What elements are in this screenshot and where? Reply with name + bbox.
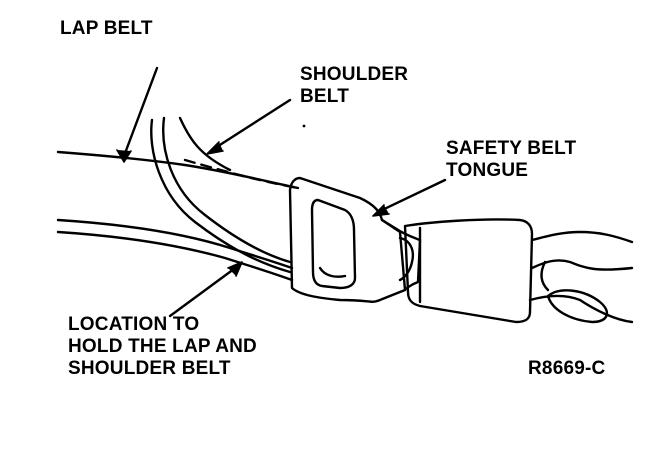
tongue-label-line-1: SAFETY BELT [446,138,577,159]
leader-lap-belt [122,66,159,158]
shoulder-belt-strap [178,116,232,172]
leader-shoulder-belt-arrow [206,141,224,155]
lap-belt-label-text: LAP BELT [60,18,153,39]
leader-tongue [376,178,447,214]
leader-lap-belt-arrow [116,149,132,163]
location-label-line-3: SHOULDER BELT [68,358,231,379]
shoulder-belt-label: SHOULDER BELT [300,64,408,108]
belt-fabric-gather-3 [528,294,634,324]
belt-fabric-gather-2 [530,259,634,271]
shoulder-belt-curve-outer [150,118,292,274]
lap-belt-upper-edge [56,150,300,190]
shoulder-belt-label-line-2: BELT [300,86,349,107]
belt-fabric-loop [546,289,609,324]
lap-belt-label: LAP BELT [60,18,153,40]
lap-belt-lower-edge [56,218,294,270]
tongue-slot-inner [318,266,347,278]
leader-tongue-arrow [372,204,390,217]
location-label-line-1: LOCATION TO [68,314,200,335]
belt-fabric-gather [530,230,634,244]
leader-shoulder-belt [210,98,292,152]
belt-fabric-fold [540,260,550,292]
tongue-plate-outer [288,176,407,303]
buckle-latch-body [403,218,534,324]
tongue-label-line-2: TONGUE [446,160,529,181]
tongue-notch [398,236,414,282]
speck [302,124,306,128]
location-label-line-2: HOLD THE LAP AND [68,336,257,357]
safety-belt-tongue-label: SAFETY BELT TONGUE [446,138,576,182]
shoulder-belt-label-line-1: SHOULDER [300,64,409,85]
location-label: LOCATION TO HOLD THE LAP AND SHOULDER BE… [68,314,257,380]
figure-code-label: R8669-C [528,358,605,380]
figure-code-text: R8669-C [528,358,606,379]
lap-belt-lower-edge-2 [56,230,294,282]
leader-location [168,264,240,318]
shoulder-belt-curve-inner [162,116,292,264]
leader-location-arrow [227,261,243,277]
tongue-slot [310,198,357,290]
shoulder-belt-hidden-edge [183,158,300,190]
